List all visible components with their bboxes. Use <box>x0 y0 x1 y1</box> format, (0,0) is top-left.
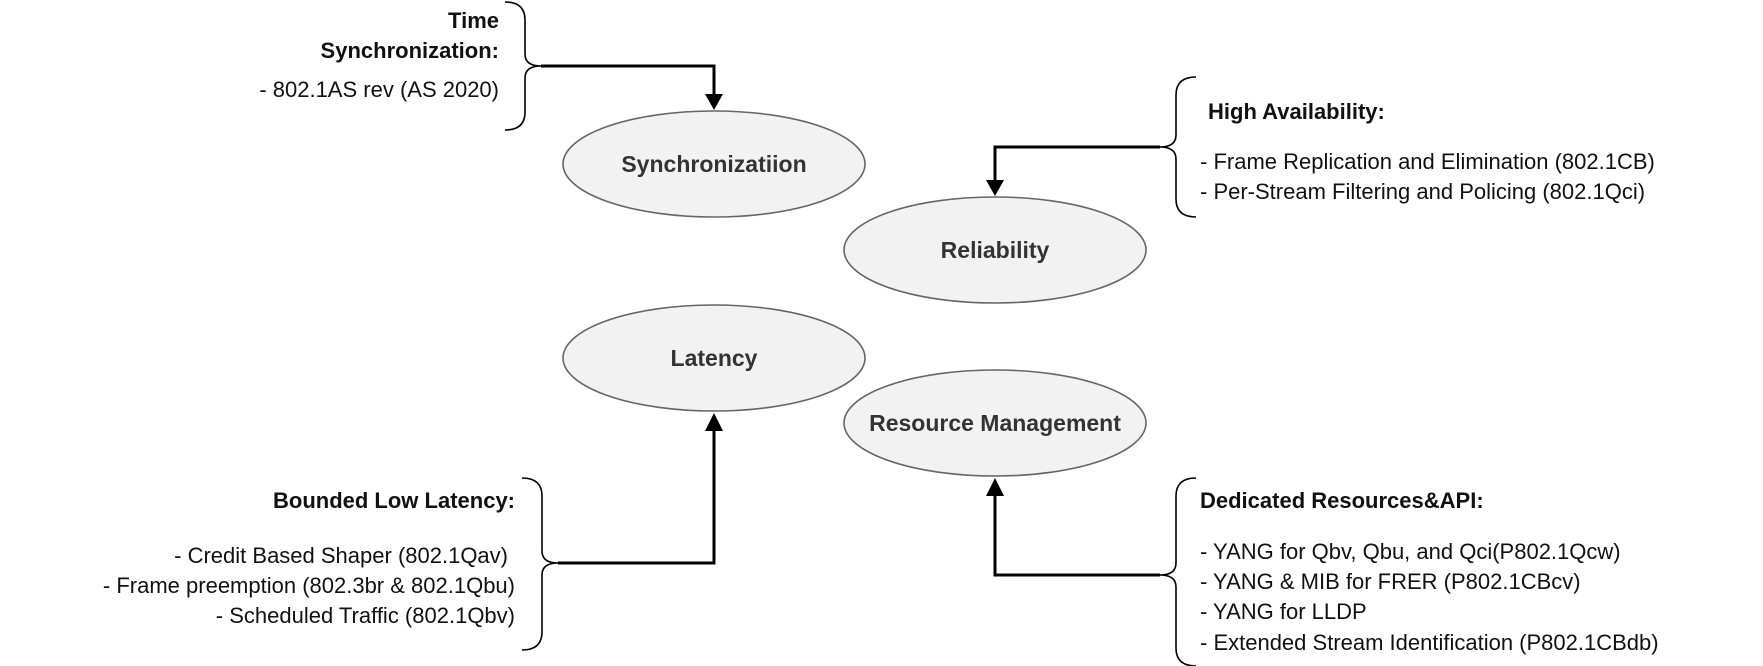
high-availability-arrowhead <box>986 180 1004 196</box>
dedicated-resources-arrowhead <box>986 478 1004 496</box>
dedicated-resources-item-3: - YANG for LLDP <box>1200 599 1367 624</box>
annotation-bounded-low-latency: Bounded Low Latency: - Credit Based Shap… <box>103 477 559 651</box>
bounded-low-latency-item-3: - Scheduled Traffic (802.1Qbv) <box>216 603 515 628</box>
bounded-low-latency-arrowhead <box>705 413 723 431</box>
time-sync-title-line-1: Time <box>448 8 499 33</box>
node-synchronization-shape <box>562 110 866 218</box>
high-availability-connector <box>993 145 1160 182</box>
time-sync-arrowhead <box>705 94 723 110</box>
bounded-low-latency-connector <box>558 429 716 565</box>
node-resource-management-label: Resource Management <box>869 410 1121 436</box>
dedicated-resources-connector <box>993 494 1160 577</box>
bounded-low-latency-item-2: - Frame preemption (802.3br & 802.1Qbu) <box>103 573 515 598</box>
node-resource-management-shape <box>843 369 1147 477</box>
node-latency[interactable]: Latency <box>562 304 866 412</box>
dedicated-resources-item-4: - Extended Stream Identification (P802.1… <box>1200 630 1659 655</box>
node-resource-management[interactable]: Resource Management <box>843 369 1147 477</box>
annotation-dedicated-resources: Dedicated Resources&API: - YANG for Qbv,… <box>1159 477 1659 666</box>
time-sync-brace <box>504 1 542 131</box>
high-availability-title: High Availability: <box>1208 99 1385 124</box>
node-synchronization-label: Synchronizatiion <box>621 151 806 177</box>
time-sync-connector <box>541 64 716 96</box>
node-synchronization[interactable]: Synchronizatiion <box>562 110 866 218</box>
annotation-high-availability: High Availability: - Frame Replication a… <box>1159 76 1655 218</box>
time-sync-title-line-2: Synchronization: <box>321 38 499 63</box>
dedicated-resources-item-2: - YANG & MIB for FRER (P802.1CBcv) <box>1200 569 1581 594</box>
dedicated-resources-brace <box>1159 477 1197 666</box>
high-availability-item-2: - Per-Stream Filtering and Policing (802… <box>1200 179 1645 204</box>
node-latency-label: Latency <box>671 345 758 371</box>
high-availability-item-1: - Frame Replication and Elimination (802… <box>1200 149 1655 174</box>
dedicated-resources-item-1: - YANG for Qbv, Qbu, and Qci(P802.1Qcw) <box>1200 539 1621 564</box>
high-availability-brace <box>1159 76 1197 218</box>
annotation-time-synchronization: Time Synchronization: - 802.1AS rev (AS … <box>259 1 542 131</box>
node-reliability-label: Reliability <box>941 237 1050 263</box>
node-latency-shape <box>562 304 866 412</box>
bounded-low-latency-title: Bounded Low Latency: <box>273 488 515 513</box>
dedicated-resources-title: Dedicated Resources&API: <box>1200 488 1484 513</box>
time-sync-item: - 802.1AS rev (AS 2020) <box>259 77 499 102</box>
node-reliability-shape <box>843 196 1147 304</box>
bounded-low-latency-brace <box>521 477 559 651</box>
bounded-low-latency-item-1: - Credit Based Shaper (802.1Qav) <box>174 543 508 568</box>
node-reliability[interactable]: Reliability <box>843 196 1147 304</box>
